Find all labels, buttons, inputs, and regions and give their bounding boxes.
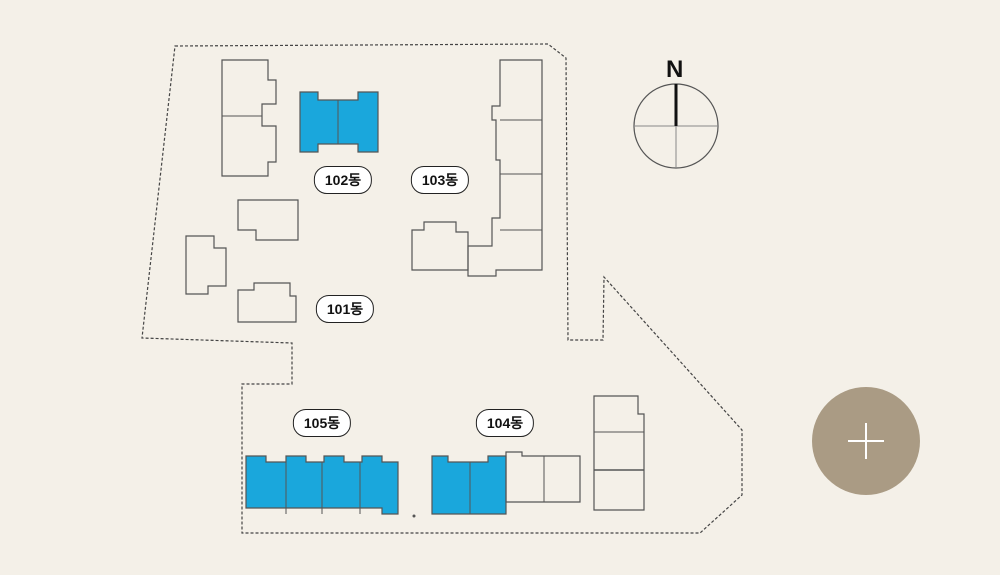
- site-boundary: [141, 43, 743, 534]
- building-102[interactable]: [299, 91, 379, 153]
- building-105[interactable]: [245, 455, 399, 515]
- building-101[interactable]: [237, 282, 297, 323]
- building-left-top: [221, 59, 277, 177]
- building-label-103[interactable]: 103동: [410, 166, 470, 194]
- building-104-extension: [505, 451, 581, 503]
- building-label-101[interactable]: 101동: [315, 295, 375, 323]
- building-103-annex: [411, 221, 469, 271]
- building-mid-left: [237, 199, 299, 241]
- building-far-left: [185, 235, 227, 295]
- building-103[interactable]: [467, 59, 543, 277]
- zoom-in-button[interactable]: [812, 387, 920, 495]
- entrance-marker: [412, 514, 416, 518]
- building-label-105[interactable]: 105동: [292, 409, 352, 437]
- building-label-104[interactable]: 104동: [475, 409, 535, 437]
- compass-icon: [633, 83, 719, 169]
- compass-north-label: N: [666, 56, 684, 83]
- building-label-102[interactable]: 102동: [313, 166, 373, 194]
- building-104[interactable]: [431, 455, 507, 515]
- building-right: [593, 395, 645, 511]
